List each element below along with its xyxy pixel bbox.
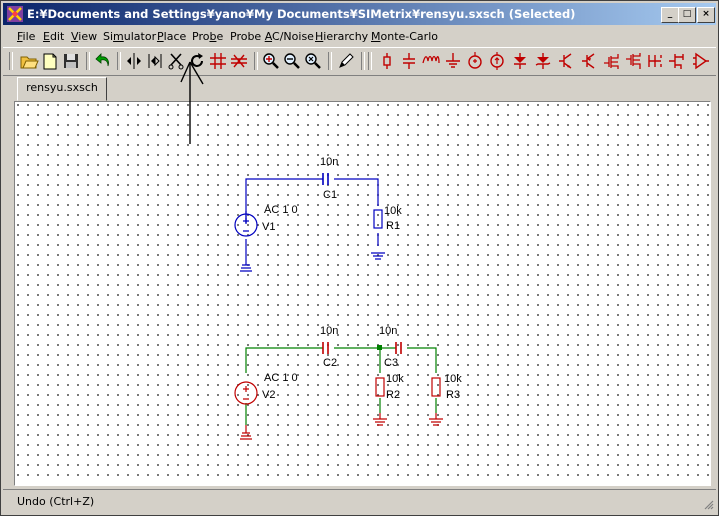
probe-icon[interactable] <box>667 51 687 71</box>
menu-monte-carlo[interactable]: Monte-Carlo <box>371 30 438 43</box>
v2-value: AC 1 0 <box>264 372 298 384</box>
close-button[interactable]: × <box>697 7 715 23</box>
pmos-icon[interactable] <box>623 51 643 71</box>
r1-symbol[interactable] <box>373 209 383 229</box>
r3-value: 10k <box>444 373 462 385</box>
c3-value: 10n <box>379 325 397 337</box>
opamp-icon[interactable] <box>645 51 665 71</box>
junction-dot <box>377 345 382 350</box>
capacitor-icon[interactable] <box>399 51 419 71</box>
menu-simulator[interactable]: Simulator <box>103 30 157 43</box>
v1-value: AC 1 0 <box>264 204 298 216</box>
v2-polarity <box>243 386 249 400</box>
menu-probe-ac-noise[interactable]: Probe AC/Noise <box>230 30 314 43</box>
maximize-button[interactable]: □ <box>678 7 696 23</box>
toolbar-separator <box>361 52 365 70</box>
cut-icon[interactable] <box>166 51 186 71</box>
r1-ref: R1 <box>386 220 400 232</box>
schematic-drawing: 10n C1 10k R1 AC 1 0 V1 10n C2 10n C3 10… <box>234 156 462 440</box>
resistor-icon[interactable] <box>377 51 397 71</box>
flip-icon[interactable] <box>145 51 165 71</box>
v2-ref: V2 <box>262 389 275 401</box>
c1-symbol[interactable] <box>322 173 329 185</box>
toolbar-grip[interactable] <box>368 52 372 70</box>
circuit-1[interactable] <box>234 173 385 272</box>
wire-delete-icon[interactable] <box>229 51 249 71</box>
r1-value: 10k <box>384 205 402 217</box>
app-icon <box>7 6 23 22</box>
ground-icon[interactable] <box>443 51 463 71</box>
r3-ground <box>429 413 443 426</box>
status-text: Undo (Ctrl+Z) <box>17 495 95 508</box>
toolbar <box>3 47 716 76</box>
circuit-1-wire[interactable] <box>245 178 379 246</box>
menu-edit[interactable]: Edit <box>43 30 65 43</box>
title-bar[interactable]: E:¥Documents and Settings¥yano¥My Docume… <box>3 3 716 25</box>
r2-value: 10k <box>386 373 404 385</box>
toolbar-separator <box>328 52 332 70</box>
inductor-icon[interactable] <box>421 51 441 71</box>
toolbar-separator <box>254 52 258 70</box>
c3-symbol[interactable] <box>395 342 402 354</box>
menu-probe[interactable]: Probe <box>192 30 224 43</box>
pencil-icon[interactable] <box>336 51 356 71</box>
toolbar-separator <box>86 52 90 70</box>
wire-break-icon[interactable] <box>208 51 228 71</box>
r2-ground <box>373 413 387 426</box>
minimize-button[interactable]: _ <box>661 7 679 23</box>
mirror-lr-icon[interactable] <box>124 51 144 71</box>
menu-bar: File Edit View Simulator Place Probe Pro… <box>3 27 716 46</box>
status-bar: Undo (Ctrl+Z) <box>3 489 716 512</box>
toolbar-separator <box>117 52 121 70</box>
zoom-out-icon[interactable] <box>303 51 323 71</box>
document-tabs: rensyu.sxsch <box>3 75 716 101</box>
c1-value: 10n <box>320 156 338 168</box>
zoom-in-icon[interactable] <box>282 51 302 71</box>
circuit-2[interactable] <box>234 342 443 440</box>
tab-rensyu[interactable]: rensyu.sxsch <box>17 77 107 101</box>
new-icon[interactable] <box>40 51 60 71</box>
v2-ground <box>240 425 252 440</box>
menu-place[interactable]: Place <box>157 30 187 43</box>
zoom-fit-icon[interactable] <box>261 51 281 71</box>
v1-polarity <box>243 218 249 232</box>
current-source-icon[interactable] <box>487 51 507 71</box>
v1-symbol[interactable] <box>234 213 258 237</box>
c2-symbol[interactable] <box>322 342 329 354</box>
diode-icon[interactable] <box>510 51 530 71</box>
c1-ref: C1 <box>323 189 337 201</box>
open-icon[interactable] <box>19 51 39 71</box>
zener-icon[interactable] <box>533 51 553 71</box>
npn-icon[interactable] <box>556 51 576 71</box>
pnp-icon[interactable] <box>579 51 599 71</box>
resize-grip-icon[interactable] <box>702 498 714 510</box>
v2-symbol[interactable] <box>234 381 258 405</box>
undo-icon[interactable] <box>93 51 113 71</box>
r3-ref: R3 <box>446 389 460 401</box>
window-title: E:¥Documents and Settings¥yano¥My Docume… <box>27 7 576 21</box>
save-icon[interactable] <box>61 51 81 71</box>
rotate-icon[interactable] <box>187 51 207 71</box>
circuit-1-ground[interactable] <box>240 211 252 272</box>
c2-ref: C2 <box>323 357 337 369</box>
menu-file[interactable]: File <box>17 30 36 43</box>
r3-symbol[interactable] <box>431 377 441 397</box>
menu-hierarchy[interactable]: Hierarchy <box>315 30 369 43</box>
schematic-frame: 10n C1 10k R1 AC 1 0 V1 10n C2 10n C3 10… <box>14 101 711 486</box>
c3-ref: C3 <box>384 357 398 369</box>
schematic-canvas[interactable]: 10n C1 10k R1 AC 1 0 V1 10n C2 10n C3 10… <box>16 103 709 484</box>
circuit-2-wire[interactable] <box>245 347 437 413</box>
comparator-icon[interactable] <box>691 51 711 71</box>
voltage-source-icon[interactable] <box>465 51 485 71</box>
r2-symbol[interactable] <box>375 377 385 397</box>
toolbar-grip[interactable] <box>9 52 13 70</box>
v1-ref: V1 <box>262 221 275 233</box>
r1-ground <box>371 252 385 260</box>
r2-ref: R2 <box>386 389 400 401</box>
nmos-icon[interactable] <box>601 51 621 71</box>
menu-view[interactable]: View <box>71 30 98 43</box>
c2-value: 10n <box>320 325 338 337</box>
